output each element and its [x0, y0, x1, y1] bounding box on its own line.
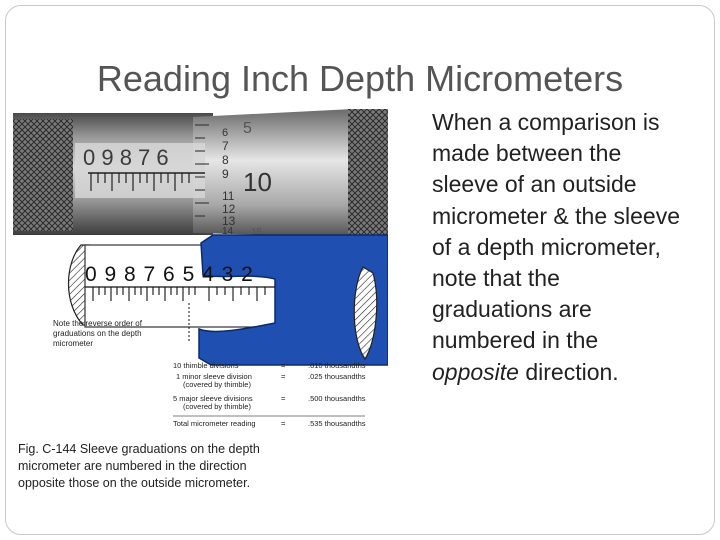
thimble-digit: 6 [222, 127, 228, 139]
reading-value: .500 thousandths [308, 394, 366, 403]
reading-label: 10 thimble divisions [173, 361, 239, 370]
depth-note-line: Note the reverse order of [53, 319, 143, 328]
thimble-reading: 10 [243, 167, 272, 197]
caption-line: micrometer are numbered in the direction [18, 459, 247, 473]
reading-value: .535 thousandths [308, 419, 366, 428]
depth-thimble-blue [198, 234, 388, 366]
bullet-line-last: opposite direction. [412, 357, 718, 388]
thimble-digit: 14 [222, 226, 234, 237]
reading-value: .010 thousandths [308, 361, 366, 370]
reading-eq: = [281, 419, 286, 428]
caption-line: Fig. C-144 Sleeve graduations on the dep… [18, 442, 260, 456]
slide-title: Reading Inch Depth Micrometers [96, 58, 624, 99]
reading-table: 10 thimble divisions = .010 thousandths … [173, 361, 366, 428]
reading-label-sub: (covered by thimble) [183, 402, 251, 411]
outside-sleeve-numbers: 0 9 8 7 6 [83, 145, 169, 170]
thimble-digit: 7 [222, 139, 229, 153]
reading-label-sub: (covered by thimble) [183, 380, 251, 389]
figure-caption: Fig. C-144 Sleeve graduations on the dep… [18, 441, 303, 492]
bullet-line: When a comparison is [432, 109, 660, 135]
reading-eq: = [281, 361, 286, 370]
depth-sleeve-numbers: 0 9 8 7 6 5 4 3 2 [85, 263, 254, 286]
bullet-line: made between the [432, 140, 622, 167]
micrometer-figure: 0 9 8 7 6 5 6 7 8 9 10 11 12 13 14 15 0 … [13, 109, 388, 428]
bullet-paragraph: When a comparison is made between the sl… [412, 107, 718, 388]
depth-note-line: micrometer [53, 339, 93, 348]
right-hatched-end [353, 266, 378, 361]
bullet-line: of a depth micrometer, [432, 233, 661, 260]
reading-eq: = [281, 372, 286, 381]
bullet-line: micrometer & the sleeve [432, 202, 680, 229]
reading-label: 5 major sleeve divisions [173, 394, 253, 403]
thimble-digit: 11 [222, 189, 235, 203]
reading-eq: = [281, 394, 286, 403]
bullet-line: graduations are [432, 296, 592, 323]
reading-label: Total micrometer reading [173, 419, 256, 428]
outside-thimble [193, 109, 353, 237]
bullet-line: sleeve of an outside [432, 171, 637, 198]
depth-note-line: graduations on the depth [53, 329, 142, 338]
reading-label: 1 minor sleeve division [176, 372, 252, 381]
bullet-tail: direction. [518, 358, 619, 385]
bullet-line: numbered in the [432, 327, 599, 354]
left-knurl [13, 119, 73, 231]
thimble-top-digit: 5 [243, 120, 252, 137]
caption-line: opposite those on the outside micrometer… [18, 476, 251, 490]
bullet-line: note that the [432, 265, 560, 292]
thimble-digit: 8 [222, 153, 229, 167]
thimble-digit: 12 [222, 202, 236, 216]
right-knurl [348, 109, 388, 239]
bullet-emphasis: opposite [432, 358, 519, 385]
outside-sleeve-face [75, 143, 205, 198]
thimble-ticks [195, 124, 209, 217]
outside-sleeve-ticks [90, 173, 190, 191]
depth-sleeve-ticks [92, 287, 266, 301]
thimble-digit: 13 [222, 214, 236, 228]
reading-value: .025 thousandths [308, 372, 366, 381]
thimble-digit: 9 [222, 167, 229, 181]
thimble-tail: 15 [251, 227, 263, 238]
